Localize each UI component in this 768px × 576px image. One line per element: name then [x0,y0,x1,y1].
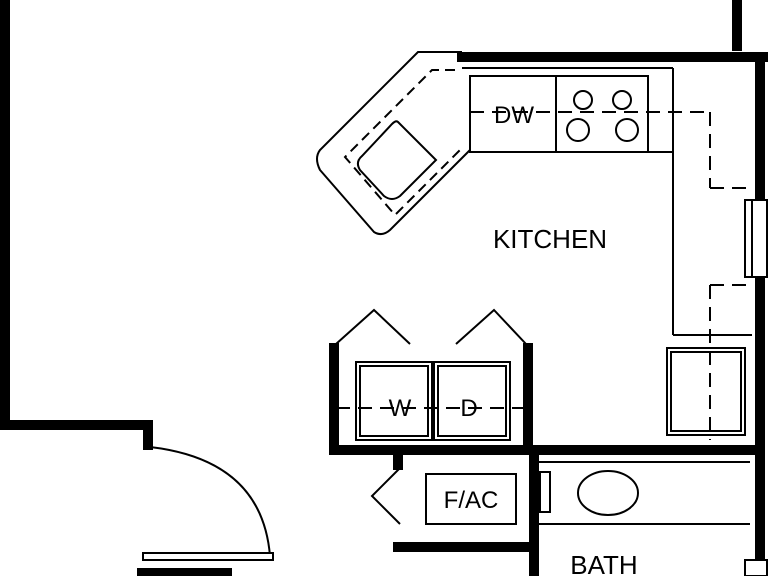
bath-label: BATH [570,550,637,576]
dryer [433,361,511,441]
sink-counter [316,51,471,236]
toilet-tank [539,471,551,513]
dishwasher-label: DW [494,102,534,129]
burner-icon [566,118,590,142]
kitchen-label: KITCHEN [493,224,607,254]
burner-icon [612,90,632,110]
burner-icon [573,90,593,110]
entry-door [137,446,274,576]
toilet-bowl [577,470,639,516]
refrigerator [666,347,746,436]
window [744,199,768,278]
laundry-bifold-doors [335,308,527,345]
washer [355,361,433,441]
furnace-ac-label: F/AC [444,487,499,514]
bathroom-fixtures [534,461,750,525]
upper-cabinets-outline [470,111,752,440]
sink-basin [356,120,438,200]
closet-door [370,467,401,525]
washer-label: W [389,395,412,422]
range [555,75,649,153]
furnace-ac [425,473,517,525]
dryer-label: D [460,395,477,422]
burner-icon [615,118,639,142]
window-lower [744,559,768,576]
